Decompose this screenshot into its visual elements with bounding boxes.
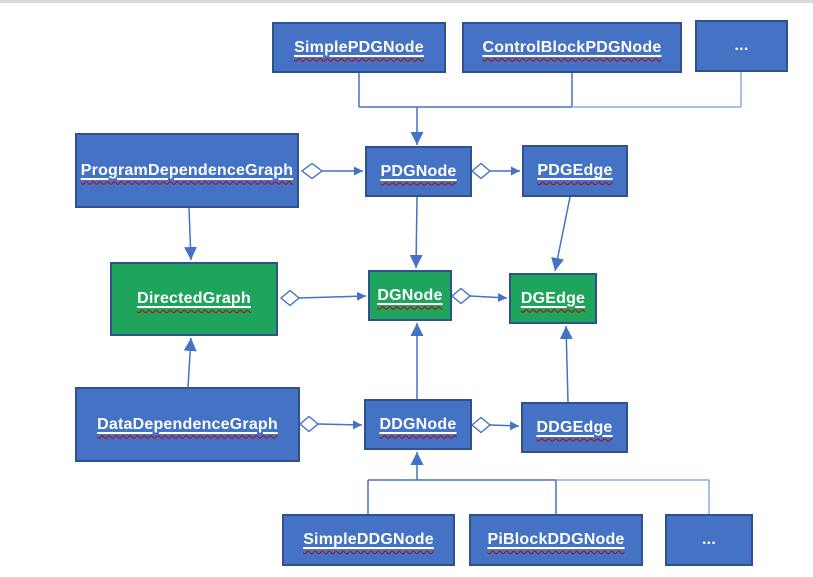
edge-ddgedge-inherits-dgedge: [559, 325, 573, 403]
node-label: PiBlockDDGNode: [487, 531, 625, 548]
node-ddg-node[interactable]: DDGNode: [364, 399, 472, 450]
node-control-block-pdg-node[interactable]: ControlBlockPDGNode: [462, 22, 682, 73]
node-label: SimplePDGNode: [294, 38, 424, 56]
edge-pdgnode-inherits-dgnode: [409, 196, 423, 269]
node-pi-block-ddg-node[interactable]: PiBlockDDGNode: [469, 514, 643, 566]
node-dg-edge[interactable]: DGEdge: [509, 273, 597, 324]
node-simple-ddg-node[interactable]: SimpleDDGNode: [282, 514, 455, 566]
edge-top-inheritance-tree: [358, 72, 742, 145]
node-data-dependence-graph[interactable]: DataDependenceGraph: [75, 387, 300, 462]
edge-ddg-inherits-directedgraph: [183, 337, 197, 388]
node-label: ...: [702, 531, 716, 548]
node-label: ...: [734, 37, 749, 54]
node-ellipsis-bottom[interactable]: ...: [665, 514, 753, 566]
edge-ddgnode-aggregates-ddgedge: [470, 416, 520, 434]
edge-pdgnode-aggregates-pdgedge: [470, 162, 520, 180]
node-label: DDGNode: [379, 415, 457, 433]
node-label: SimpleDDGNode: [303, 531, 434, 548]
node-simple-pdg-node[interactable]: SimplePDGNode: [272, 22, 446, 73]
node-ellipsis-top[interactable]: ...: [695, 20, 788, 72]
node-label: DGEdge: [520, 289, 586, 307]
node-label: DGNode: [377, 286, 443, 304]
node-label: PDGEdge: [537, 162, 613, 179]
edge-directedgraph-aggregates-dgnode: [279, 289, 367, 307]
edge-pdgedge-inherits-dgedge: [551, 196, 571, 272]
node-pdg-node[interactable]: PDGNode: [365, 146, 472, 197]
edge-bottom-inheritance-tree: [367, 452, 710, 514]
node-label: DataDependenceGraph: [97, 415, 278, 433]
node-pdg-edge[interactable]: PDGEdge: [522, 145, 628, 197]
edge-pdg-inherits-directedgraph: [184, 207, 197, 261]
edge-dgnode-aggregates-dgedge: [450, 287, 508, 305]
node-label: DDGEdge: [536, 418, 613, 436]
node-label: ControlBlockPDGNode: [482, 38, 662, 56]
top-divider-line: [0, 0, 813, 3]
edge-pdg-aggregates-pdgnode: [300, 162, 363, 180]
node-label: PDGNode: [380, 162, 457, 180]
node-label: DirectedGraph: [137, 290, 251, 307]
node-directed-graph[interactable]: DirectedGraph: [110, 262, 278, 336]
edge-ddg-aggregates-ddgnode: [298, 415, 363, 433]
node-ddg-edge[interactable]: DDGEdge: [521, 402, 628, 453]
node-dg-node[interactable]: DGNode: [368, 270, 452, 321]
node-program-dependence-graph[interactable]: ProgramDependenceGraph: [75, 133, 299, 208]
node-label: ProgramDependenceGraph: [80, 161, 294, 179]
